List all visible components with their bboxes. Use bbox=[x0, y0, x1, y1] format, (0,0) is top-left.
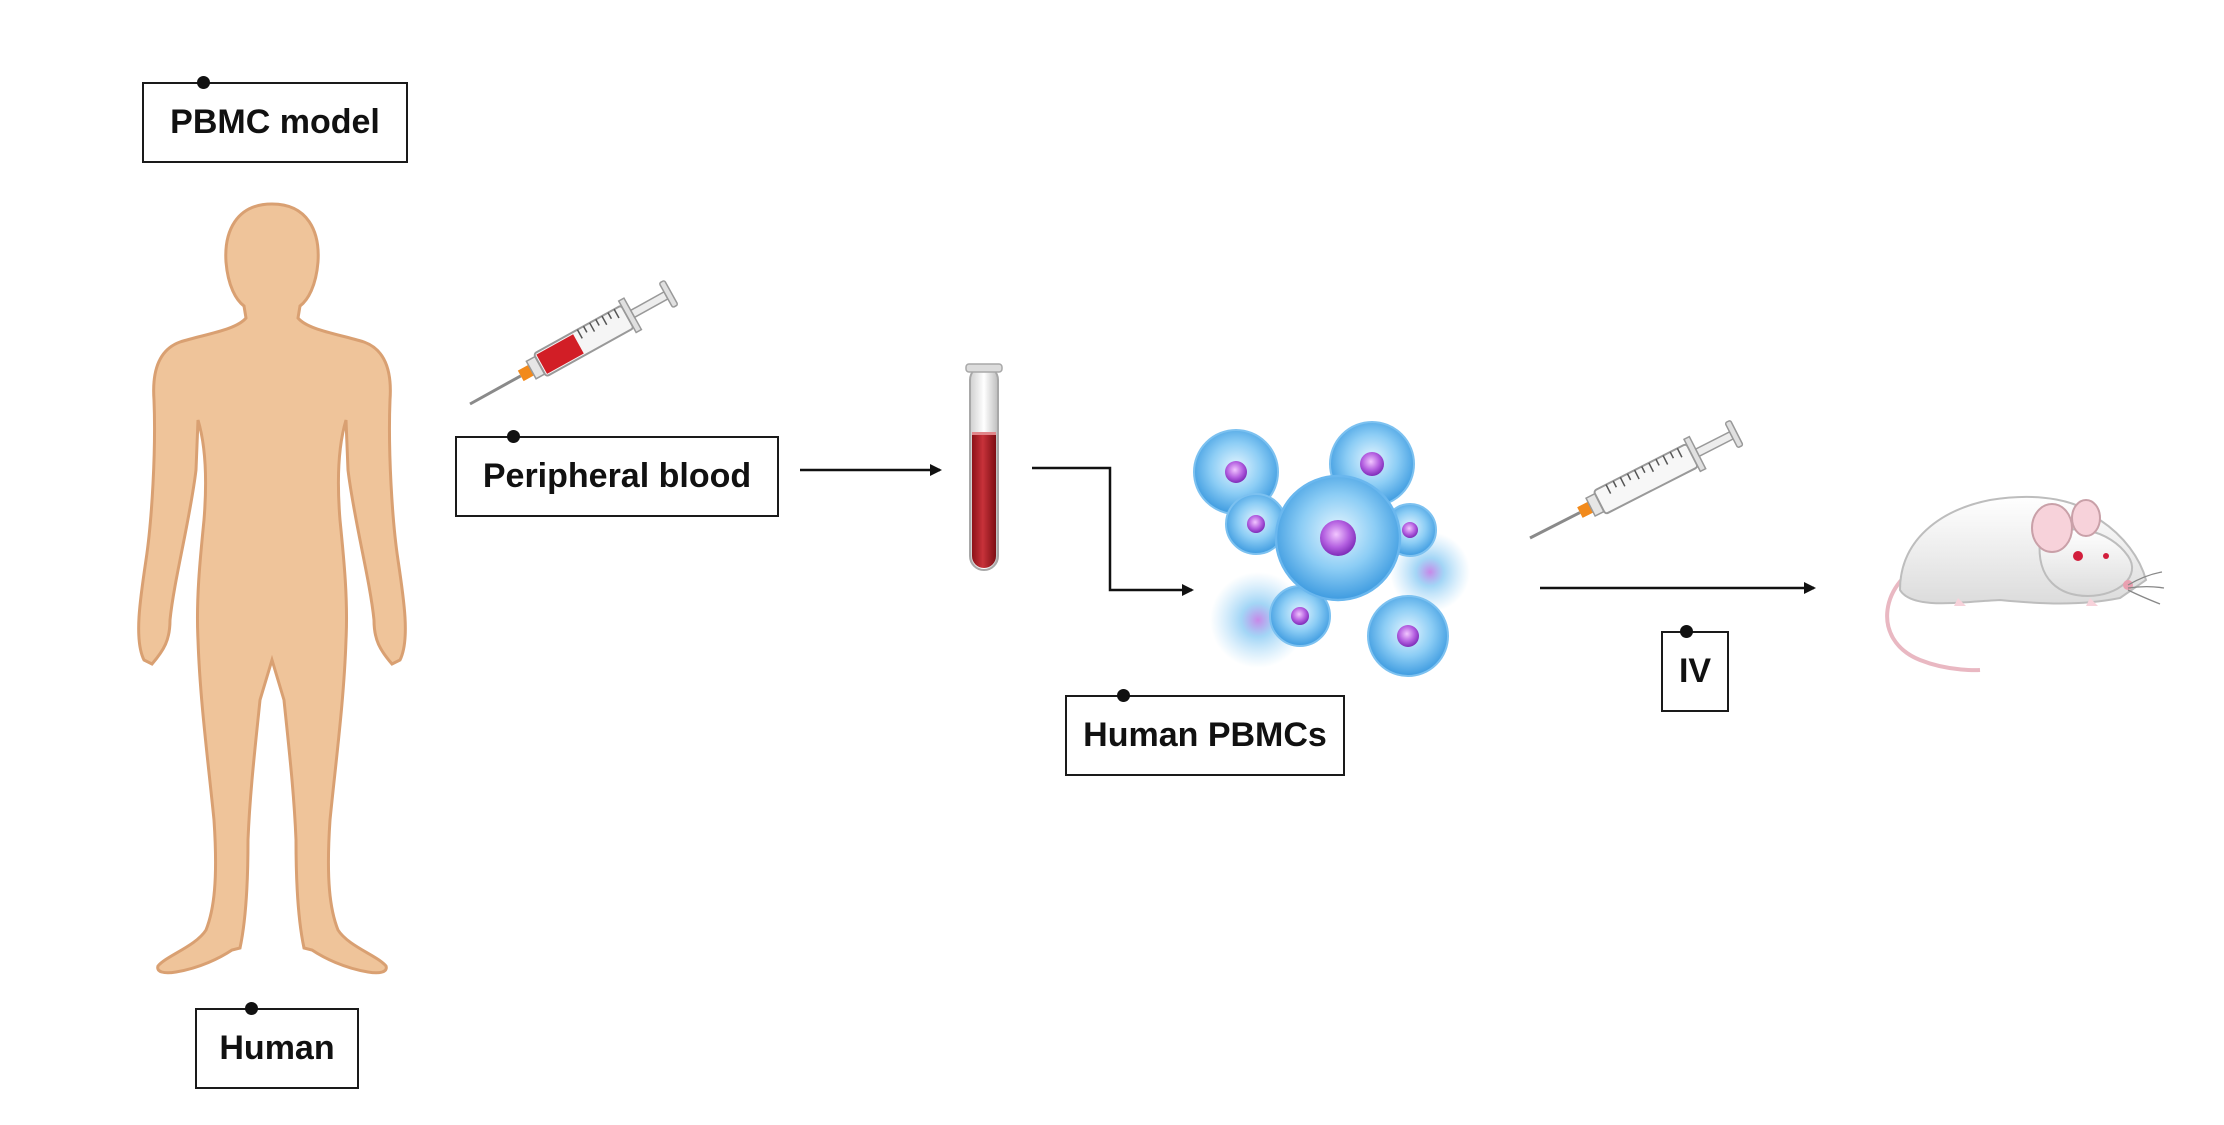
iv-route-label: IV bbox=[1661, 625, 1729, 712]
human-pbmcs-text: Human PBMCs bbox=[1083, 716, 1327, 754]
label-pin-icon bbox=[1680, 625, 1693, 638]
mouse-icon bbox=[1885, 495, 2165, 673]
pbmc-cells-icon bbox=[1193, 421, 1470, 677]
human-body-icon bbox=[137, 202, 407, 975]
peripheral-blood-text: Peripheral blood bbox=[482, 457, 752, 495]
human-label: Human bbox=[195, 1002, 359, 1089]
label-pin-icon bbox=[507, 430, 520, 443]
label-pin-icon bbox=[245, 1002, 258, 1015]
empty-syringe-icon bbox=[1529, 420, 1744, 540]
model-title-text: PBMC model bbox=[170, 103, 380, 141]
peripheral-blood-label: Peripheral blood bbox=[455, 430, 779, 517]
human-text: Human bbox=[219, 1029, 335, 1067]
human-pbmcs-label: Human PBMCs bbox=[1065, 689, 1345, 776]
model-title-label: PBMC model bbox=[142, 76, 408, 163]
arrow-to-cells bbox=[1032, 466, 1194, 596]
iv-route-text: IV bbox=[1678, 652, 1712, 690]
label-pin-icon bbox=[197, 76, 210, 89]
blood-tube-icon bbox=[965, 363, 1003, 571]
label-pin-icon bbox=[1117, 689, 1130, 702]
blood-syringe-icon bbox=[469, 280, 678, 406]
